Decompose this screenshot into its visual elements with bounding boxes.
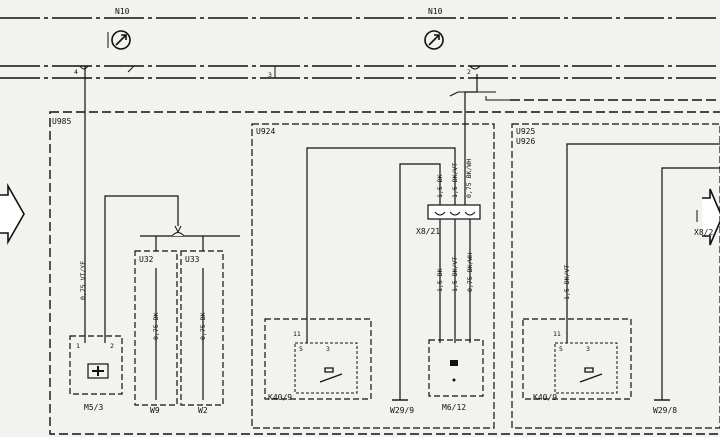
group-u985-label: U985	[52, 117, 71, 126]
m5-3-box	[69, 335, 123, 395]
u33-label: U33	[185, 255, 200, 264]
u924-lower-wire-3: 0,75 BK/WH	[466, 253, 474, 292]
k40-9-a-pin-5: 5	[299, 345, 303, 353]
x8-right-label: X8/2	[694, 228, 713, 237]
u924-upper-wire-2: 1,5 BK/VT	[451, 163, 459, 198]
n10-right-label: N10	[428, 7, 443, 16]
group-u924-label: U924	[256, 127, 275, 136]
group-u926-label: U926	[516, 137, 535, 146]
x8-21-connector	[427, 204, 481, 220]
bus-pin-3: 3	[268, 71, 272, 79]
m5-3-label: M5/3	[84, 403, 103, 412]
m6-12-label: M6/12	[442, 403, 466, 412]
m5-3-pin-1: 1	[76, 342, 80, 350]
u924-lower-wire-2: 1,5 BK/VT	[451, 257, 459, 292]
left-arrow-icon	[0, 182, 25, 246]
k40-9-a-label: K40/9	[268, 393, 292, 402]
m6-12-symbol-icon	[450, 360, 458, 366]
k40-9-a-tag: 11	[293, 330, 301, 338]
bus-pin-2: 2	[467, 68, 471, 76]
k40-9-b-label: K40/9	[533, 393, 557, 402]
m5-3-pin-2: 2	[110, 342, 114, 350]
u32-ground-label: W9	[150, 406, 160, 415]
n10-right-symbol-icon	[424, 30, 444, 50]
u924-upper-wire-3: 0,75 BK/WH	[465, 159, 473, 198]
bus-pin-4: 4	[74, 68, 78, 76]
n10-left: N10	[107, 7, 131, 50]
k40-9-b-box	[522, 318, 632, 400]
n10-left-symbol-icon	[111, 30, 131, 50]
u33-wire-label: 0,75 BK	[199, 313, 207, 340]
u925-wire-label: 1,5 BK/VT	[563, 265, 571, 300]
u33-ground-label: W2	[198, 406, 208, 415]
relay-switch-icon	[319, 367, 343, 383]
group-u925-box	[511, 123, 720, 429]
u32-label: U32	[139, 255, 154, 264]
k40-9-b-tag: 11	[553, 330, 561, 338]
u33-box	[180, 250, 224, 406]
group-u925-label: U925	[516, 127, 535, 136]
u32-wire-label: 0,75 BK	[152, 313, 160, 340]
k40-9-a-pin-3: 3	[326, 345, 330, 353]
k40-9-b-pin-5: 5	[559, 345, 563, 353]
n10-right: N10	[424, 7, 444, 50]
wire-m5-3-label: 0,75 VT/YE	[79, 261, 87, 300]
w29-8-label: W29/8	[653, 406, 677, 415]
group-u924-box	[251, 123, 495, 429]
m6-12-box	[428, 339, 484, 397]
x8-21-label: X8/21	[416, 227, 440, 236]
relay-switch-b-icon	[579, 367, 603, 383]
k40-9-b-pin-3: 3	[586, 345, 590, 353]
motor-symbol-icon	[87, 363, 109, 379]
n10-left-label: N10	[115, 7, 130, 16]
top-border-lines	[0, 17, 720, 79]
outer-frame	[49, 111, 720, 435]
u924-upper-wire-1: 1,5 BK	[436, 174, 444, 198]
w29-9-label: W29/9	[390, 406, 414, 415]
u924-lower-wire-1: 1,5 BK	[436, 268, 444, 292]
right-arrow-icon	[702, 188, 720, 246]
k40-9-a-box	[264, 318, 372, 400]
